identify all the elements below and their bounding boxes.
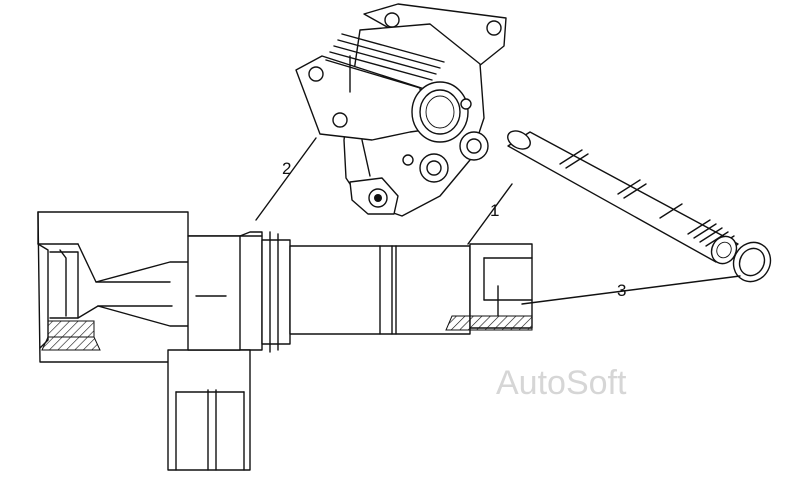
callout-1: 1 [490, 201, 499, 220]
pin-part [507, 130, 739, 265]
ring-part [732, 241, 772, 283]
callout-3: 3 [617, 281, 626, 300]
watermark: AutoSoft [496, 364, 627, 402]
axle-housing [37, 211, 533, 471]
bracket-part [295, 3, 507, 217]
leader-lines [255, 137, 741, 305]
callout-2: 2 [282, 159, 291, 178]
